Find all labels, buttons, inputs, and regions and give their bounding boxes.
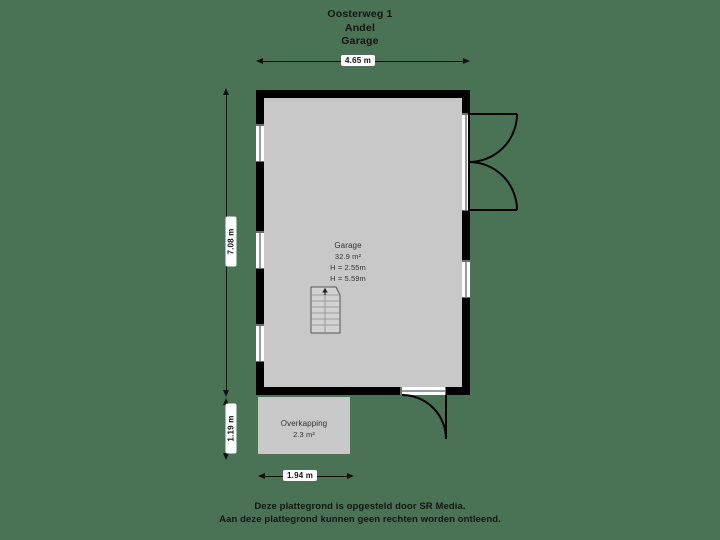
window-left-3-cap-bottom [256,360,264,362]
room-label-overkapping-name: Overkapping [280,419,328,428]
header-floor-name: Garage [341,35,379,47]
single-door-frame-line [400,390,446,392]
wall-top [256,90,470,98]
dimension-bottom-label: 1.94 m [283,470,318,481]
plan-footer: Deze plattegrond is opgesteld door SR Me… [0,500,720,526]
dimension-left-canopy-arrow-down [223,453,229,460]
dimension-bottom-arrow-left [258,472,265,479]
dimension-left-main-label: 7.08 m [225,216,237,267]
single-door-cap-right [444,387,446,395]
window-left-3-cap-top [256,324,264,326]
window-right-1-cap-top [462,260,470,262]
single-door-cap-left [400,387,402,395]
header-city: Andel [344,21,376,34]
room-label-garage-name: Garage [334,241,362,250]
room-label-garage: Garage 32.9 m² H = 2.55m H = 5.59m [310,240,386,284]
double-door-frame-line [465,113,467,211]
wall-bottom [256,387,470,395]
window-left-2-cap-top [256,231,264,233]
staircase-icon [310,286,344,334]
wall-right [462,90,470,395]
dimension-left-canopy-label: 1.19 m [225,403,237,454]
room-label-garage-height-2: H = 5.59m [330,274,366,283]
room-label-overkapping-area: 2.3 m² [293,430,315,439]
double-door-cap-top [462,113,470,115]
overkapping-floor [258,397,350,454]
window-left-2-cap-bottom [256,267,264,269]
window-left-1-glass [259,124,261,162]
window-left-3-glass [259,324,261,362]
double-door-swing-svg [468,113,518,211]
dimension-left-main-arrow-down [223,390,229,397]
window-left-1-cap-bottom [256,160,264,162]
footer-line-1: Deze plattegrond is opgesteld door SR Me… [254,501,466,512]
dimension-bottom-arrow-right [347,472,354,479]
window-left-2-glass [259,231,261,269]
window-right-1-glass [465,260,467,298]
room-label-overkapping: Overkapping 2.3 m² [258,418,350,440]
plan-header: Oosterweg 1 Andel Garage [0,8,720,49]
window-right-1-cap-bottom [462,296,470,298]
dimension-top-label: 4.65 m [341,55,376,66]
double-door-cap-bottom [462,209,470,211]
dimension-left-main-arrow-up [223,88,229,95]
dimension-top-arrow-left [256,57,263,64]
dimension-left-canopy-arrow-up [223,398,229,405]
room-label-garage-area: 32.9 m² [334,252,362,261]
room-label-garage-height-1: H = 2.55m [330,263,366,272]
header-address: Oosterweg 1 [327,8,393,20]
garage-floor [256,90,470,395]
dimension-top-arrow-right [463,57,470,64]
single-door-swing-svg [401,394,447,440]
window-left-1-cap-top [256,124,264,126]
footer-line-2: Aan deze plattegrond kunnen geen rechten… [219,514,501,525]
